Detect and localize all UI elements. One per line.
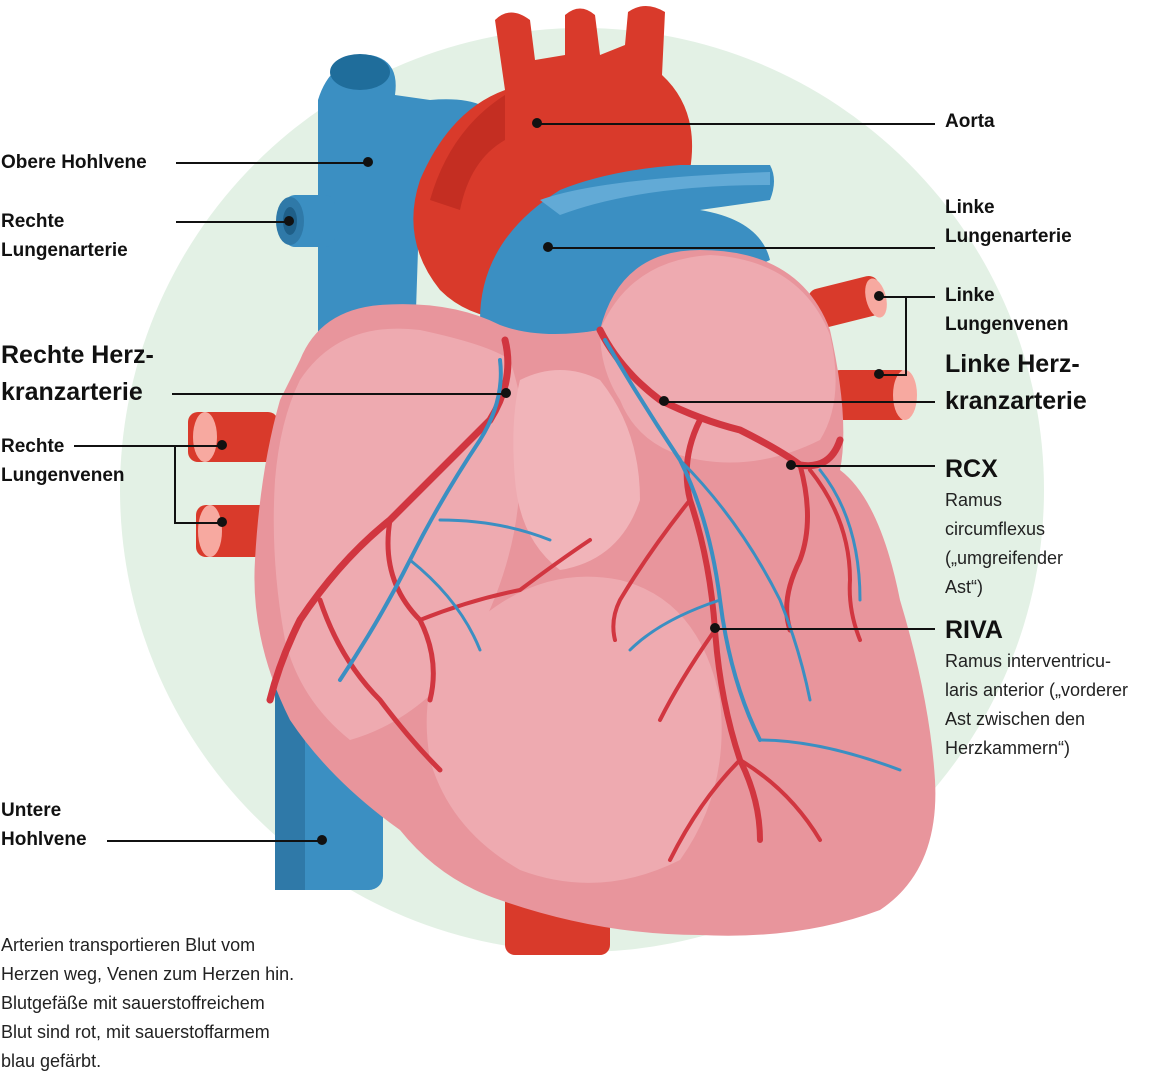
leader-rechte-lungenvenen-upper: [74, 445, 222, 447]
dot-linke-lungenvenen-upper: [874, 291, 884, 301]
label-rechte-herzkranzarterie: Rechte Herz- kranzarterie: [1, 341, 154, 406]
left-pulmonary-vein-lower: [830, 370, 910, 420]
leader-linke-herzkranzarterie: [664, 401, 935, 403]
dot-riva: [710, 623, 720, 633]
label-aorta: Aorta: [945, 111, 995, 132]
dot-rcx: [786, 460, 796, 470]
label-rechte-lungenvenen: Rechte Lungenvenen: [1, 436, 125, 486]
dot-aorta: [532, 118, 542, 128]
dot-obere-hohlvene: [363, 157, 373, 167]
dot-untere-hohlvene: [317, 835, 327, 845]
dot-linke-lungenarterie: [543, 242, 553, 252]
leader-rcx: [791, 465, 935, 467]
dot-linke-lungenvenen-lower: [874, 369, 884, 379]
label-riva: RIVA Ramus interventricu- laris anterior…: [945, 616, 1129, 758]
dot-rechte-herzkranzarterie: [501, 388, 511, 398]
leader-linke-lungenvenen-lower: [879, 374, 907, 376]
legend-note: Arterien transportieren Blut vom Herzen …: [1, 935, 295, 1071]
dot-rechte-lungenvenen-lower: [217, 517, 227, 527]
label-obere-hohlvene: Obere Hohlvene: [1, 152, 147, 173]
coronary-vessels: [266, 326, 902, 862]
label-rechte-lungenarterie: Rechte Lungenarterie: [1, 211, 128, 261]
leader-rechte-lungenarterie: [176, 221, 288, 223]
label-untere-hohlvene: Untere Hohlvene: [1, 800, 87, 850]
dot-linke-herzkranzarterie: [659, 396, 669, 406]
left-pulmonary-vein-upper: [808, 276, 884, 328]
leader-untere-hohlvene: [107, 840, 322, 842]
label-linke-herzkranzarterie: Linke Herz- kranzarterie: [945, 350, 1087, 415]
leader-linke-lungenvenen-bracket: [905, 296, 907, 376]
leader-riva: [715, 628, 935, 630]
leader-rechte-herzkranzarterie: [172, 393, 506, 395]
leader-obere-hohlvene: [176, 162, 368, 164]
dot-rechte-lungenarterie: [284, 216, 294, 226]
leader-rechte-lungenvenen-bracket: [174, 445, 176, 524]
dot-rechte-lungenvenen-upper: [217, 440, 227, 450]
aorta: [413, 6, 693, 320]
leader-linke-lungenarterie: [548, 247, 935, 249]
label-linke-lungenarterie: Linke Lungenarterie: [945, 197, 1072, 247]
label-linke-lungenvenen: Linke Lungenvenen: [945, 285, 1069, 335]
label-rcx: RCX Ramus circumflexus („umgreifender As…: [945, 455, 1064, 597]
leader-rechte-lungenvenen-lower: [174, 522, 222, 524]
leader-aorta: [537, 123, 935, 125]
leader-linke-lungenvenen-upper: [879, 296, 935, 298]
